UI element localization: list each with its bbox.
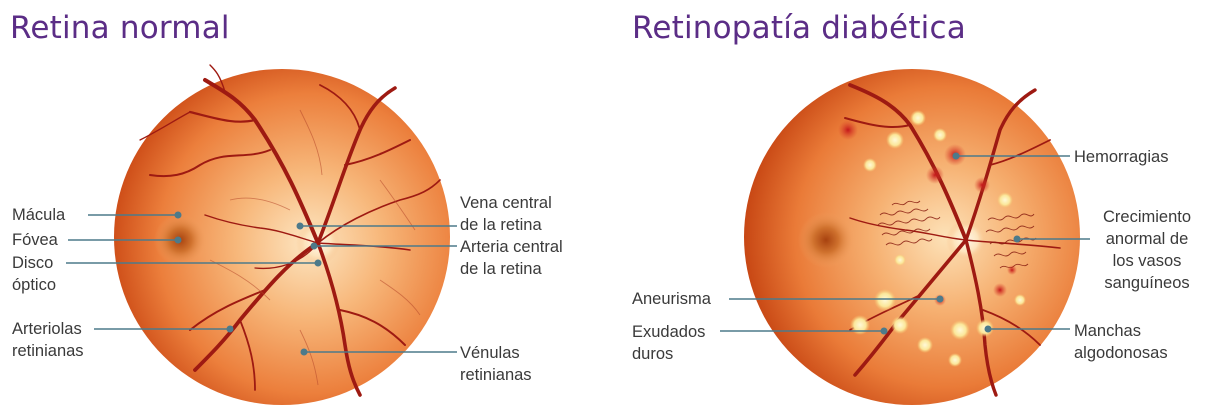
- dot-fovea: [175, 237, 182, 244]
- label-hemorragias: Hemorragias: [1074, 146, 1168, 168]
- label-arteria-central: Arteria central de la retina: [460, 236, 563, 280]
- label-vena-central: Vena central de la retina: [460, 192, 552, 236]
- macula-spot: [798, 212, 854, 268]
- dot-arteriolas: [227, 326, 234, 333]
- normal-retina: [114, 65, 450, 405]
- dot-exudados: [881, 328, 888, 335]
- label-aneurisma: Aneurisma: [632, 288, 711, 310]
- dot-vena-central: [297, 223, 304, 230]
- dot-arteria-central: [311, 243, 318, 250]
- label-crecimiento: Crecimiento anormal de los vasos sanguín…: [1093, 206, 1201, 294]
- dot-hemorragias: [953, 153, 960, 160]
- label-disco-optico: Disco óptico: [12, 252, 56, 296]
- label-manchas: Manchas algodonosas: [1074, 320, 1168, 364]
- dot-macula: [175, 212, 182, 219]
- dot-venulas: [301, 349, 308, 356]
- dot-crecimiento: [1014, 236, 1021, 243]
- dot-aneurisma: [937, 296, 944, 303]
- diabetic-retina: [744, 69, 1080, 405]
- label-venulas: Vénulas retinianas: [460, 342, 532, 386]
- label-macula: Mácula: [12, 204, 65, 226]
- label-fovea: Fóvea: [12, 229, 58, 251]
- label-exudados: Exudados duros: [632, 321, 705, 365]
- dot-manchas: [985, 326, 992, 333]
- label-arteriolas: Arteriolas retinianas: [12, 318, 84, 362]
- dot-disco-optico: [315, 260, 322, 267]
